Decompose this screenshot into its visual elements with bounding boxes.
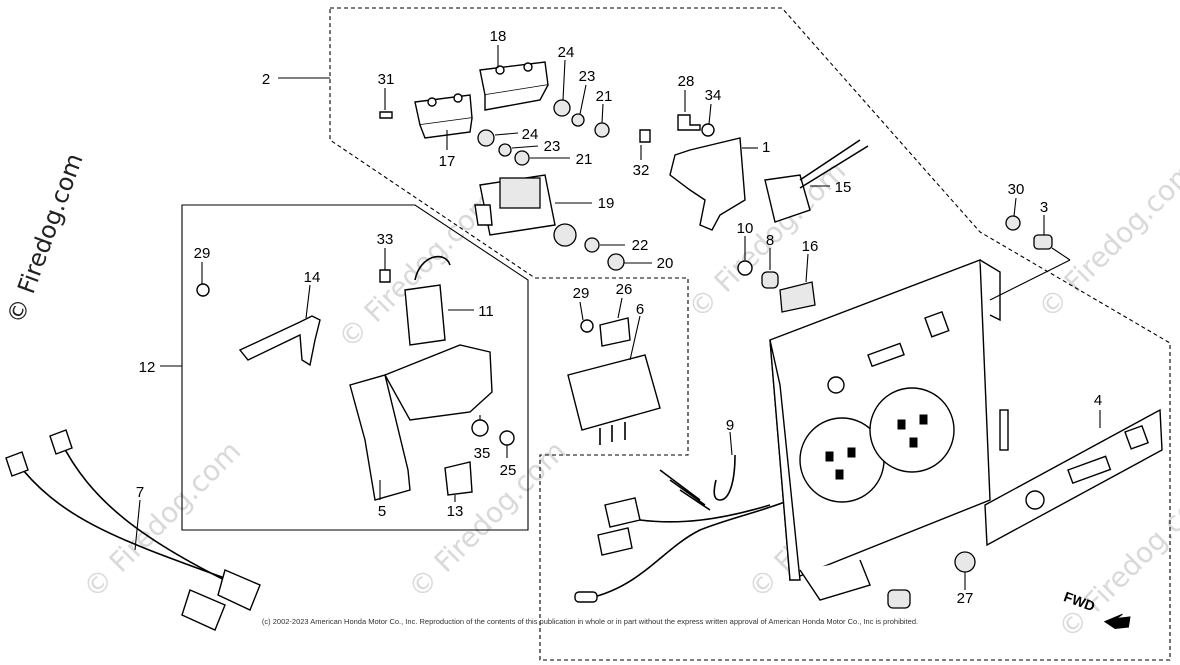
callout-24b: 24 [522,126,539,143]
clamp-13 [444,461,473,496]
watermark-side-text: © Firedog.com [1,150,88,327]
leader-lines [134,45,1101,590]
callout-30: 30 [1008,181,1025,198]
callout-13: 13 [447,503,464,520]
cap-3 [1033,234,1053,250]
module-6 [567,354,661,431]
bracket-1 [669,137,746,231]
screw-32 [639,129,651,143]
callout-33: 33 [377,231,394,248]
callout-31: 31 [378,71,395,88]
wire-harness [574,469,791,603]
callout-26: 26 [616,281,633,298]
callout-21a: 21 [596,88,613,105]
callout-10: 10 [737,220,754,237]
callout-21b: 21 [576,151,593,168]
callout-3: 3 [1040,199,1048,216]
group-12-outline [181,204,529,531]
clip-29b [580,319,594,333]
washer-set [477,99,610,166]
callout-11: 11 [478,303,494,320]
clip-29a [196,283,210,297]
pin-10 [737,260,753,276]
solenoid-19 [474,174,556,236]
group-2-outline [329,7,1171,661]
callout-28: 28 [678,73,695,90]
callout-19: 19 [598,195,615,212]
callout-labels: 4 1 2 3 5 6 7 8 9 10 11 12 13 14 15 16 1… [136,28,1102,607]
callout-32: 32 [633,162,650,179]
callout-34: 34 [705,87,722,104]
nut-30 [1005,215,1021,231]
callout-22: 22 [632,237,649,254]
callout-20: 20 [657,255,674,272]
control-panel [769,258,1009,609]
nut-20 [607,253,625,271]
callout-5: 5 [378,503,386,520]
screw-33 [379,269,391,283]
callout-27: 27 [957,590,974,607]
grommet-8 [761,271,779,289]
callout-7: 7 [136,484,144,501]
bolt-28 [677,114,701,131]
screw-31 [379,111,393,119]
callout-29b: 29 [573,285,590,302]
nut-25 [499,430,515,446]
callout-6: 6 [636,301,644,318]
watermark-text: © Firedog.com [1032,154,1180,325]
connector-15 [764,139,869,223]
callout-8: 8 [766,232,774,249]
washer-35 [471,419,489,437]
copyright-notice: (c) 2002-2023 American Honda Motor Co., … [262,617,918,626]
parts: FWD [5,61,1163,631]
relay-26 [599,317,631,347]
group-outlines [181,7,1171,661]
callout-1: 1 [762,139,770,156]
label-plate-4 [984,408,1163,547]
cover-16 [779,281,816,313]
callout-29a: 29 [194,245,211,262]
switch-18 [479,61,549,111]
wire-7 [5,429,261,631]
callout-2: 2 [262,71,270,88]
bushing-large [553,223,577,247]
callout-23a: 23 [579,68,596,85]
hook-9 [713,454,736,501]
callout-14: 14 [304,269,321,286]
callout-25: 25 [500,462,517,479]
callout-17: 17 [439,153,456,170]
callout-23b: 23 [544,138,561,155]
callout-35: 35 [474,445,491,462]
lever-14 [238,315,321,367]
callout-15: 15 [835,179,852,196]
callout-9: 9 [726,417,734,434]
washer-34 [701,123,715,137]
callout-16: 16 [802,238,819,255]
plate-5-body [384,344,493,421]
callout-12: 12 [139,359,156,376]
callout-4: 4 [1094,392,1102,409]
switch-17 [414,93,473,139]
callout-24a: 24 [558,44,575,61]
knob-27 [954,551,976,573]
washer-22 [584,237,600,253]
callout-18: 18 [490,28,507,45]
coil-11 [404,255,451,346]
